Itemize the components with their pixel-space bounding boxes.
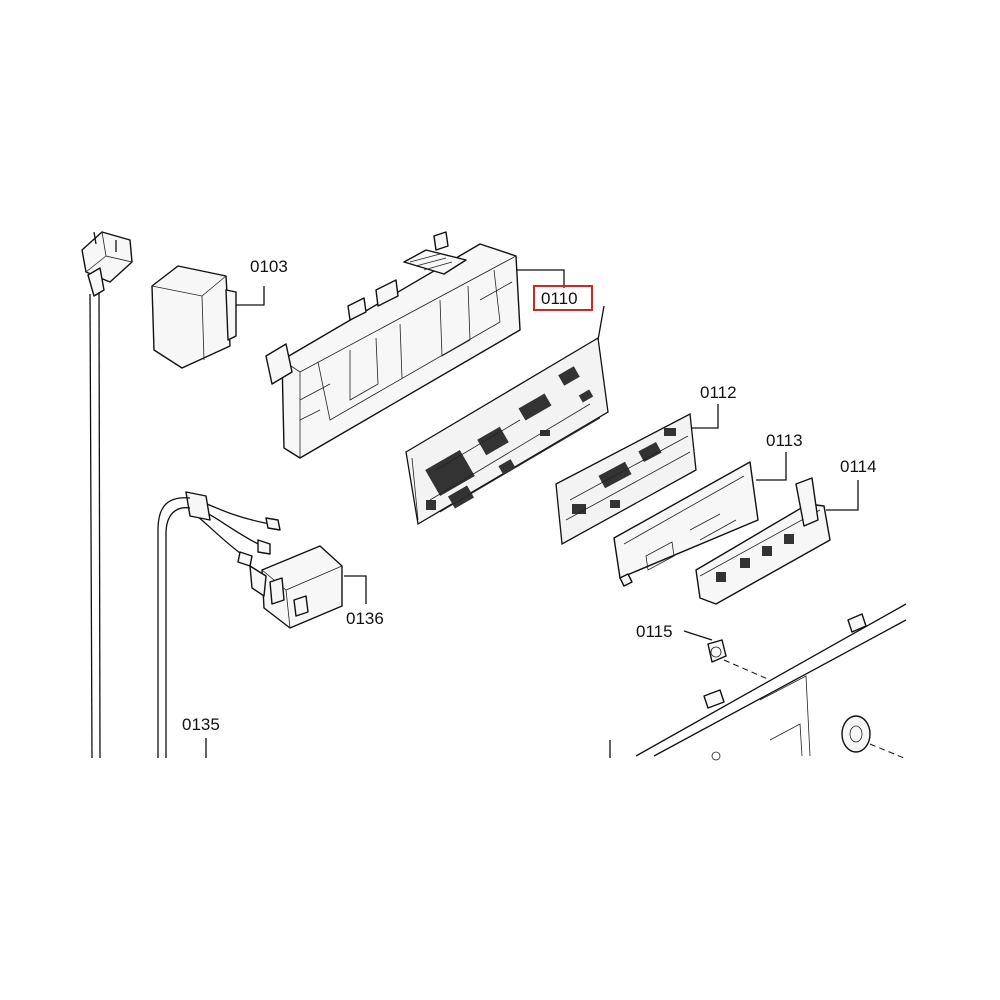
axis-line-0115 xyxy=(723,659,771,681)
part-0114-button-strip xyxy=(695,477,831,605)
part-0110-pcb xyxy=(405,336,609,526)
leader-0115 xyxy=(683,630,713,641)
leader-0110-pcb xyxy=(597,305,605,341)
leader-0112 xyxy=(692,404,719,429)
part-0135-cable xyxy=(157,497,191,758)
part-0112-display-pcb xyxy=(555,412,697,546)
leader-0103 xyxy=(236,286,265,306)
leader-0136 xyxy=(344,575,367,604)
part-0113-frame xyxy=(613,461,759,587)
front-panel xyxy=(609,603,907,761)
leader-0110-housing xyxy=(516,269,565,288)
label-0103: 0103 xyxy=(250,257,288,276)
part-0110-housing xyxy=(265,231,521,459)
label-0112: 0112 xyxy=(700,383,737,402)
label-0110: 0110 xyxy=(541,289,578,308)
power-cord-plug xyxy=(81,231,133,759)
label-0114: 0114 xyxy=(840,457,877,476)
label-0136: 0136 xyxy=(346,609,384,628)
leader-0114 xyxy=(826,480,859,511)
label-0113: 0113 xyxy=(766,431,803,450)
leader-0113 xyxy=(756,452,787,481)
part-0103-box xyxy=(151,265,237,369)
highlight-box-0110 xyxy=(533,285,593,311)
part-0115-knob-cap xyxy=(707,639,727,663)
label-0135: 0135 xyxy=(182,715,220,734)
label-0115: 0115 xyxy=(636,622,673,641)
part-0136-filter xyxy=(185,491,343,629)
